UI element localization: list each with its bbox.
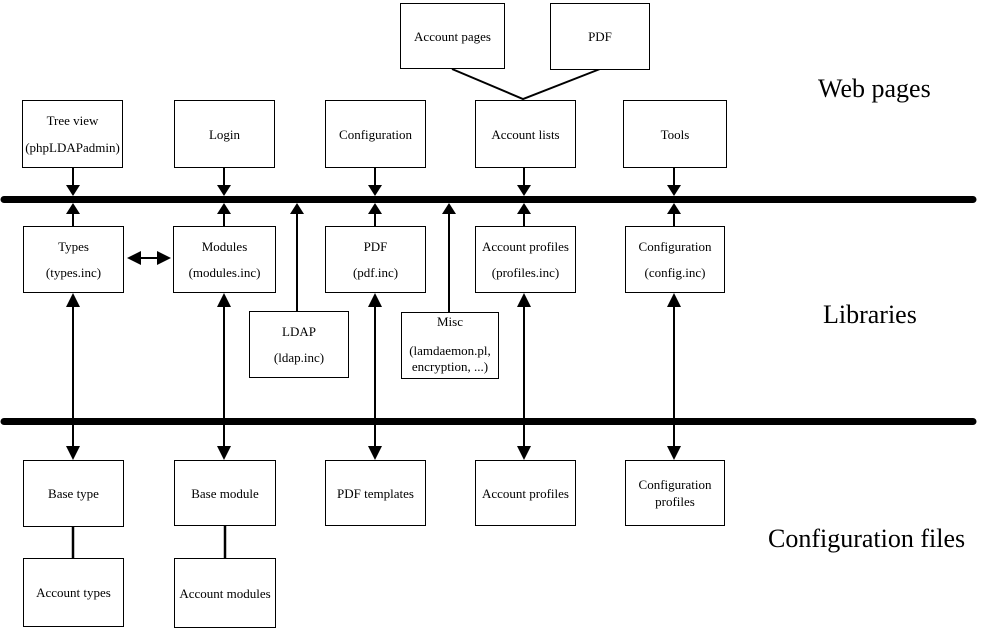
arrow-types-base-type: [66, 293, 80, 460]
box-label: Login: [208, 126, 241, 142]
box-label: Tree view: [46, 113, 99, 128]
box-types: Types (types.inc): [23, 226, 124, 293]
box-sublabel: (phpLDAPadmin): [25, 140, 120, 155]
arrow-configuration-page-to-bus: [368, 168, 382, 196]
box-sublabel: (profiles.inc): [491, 265, 560, 281]
box-sublabel: (config.inc): [644, 265, 706, 281]
box-label: PDF: [588, 29, 612, 44]
box-label: PDF templates: [337, 485, 414, 501]
box-sublabel: (types.inc): [45, 265, 102, 281]
box-ldap: LDAP (ldap.inc): [249, 311, 349, 378]
section-label-web-pages: Web pages: [818, 74, 931, 103]
arrow-modules-to-bus: [217, 203, 231, 226]
box-label: Account pages: [414, 28, 491, 44]
box-label: Account modules: [179, 585, 271, 601]
box-label: LDAP: [282, 323, 316, 339]
box-sublabel: (ldap.inc): [273, 350, 325, 366]
arrow-login-to-bus: [217, 168, 231, 196]
arrow-tree-view-to-bus: [66, 168, 80, 196]
arrow-configuration-lib-profiles: [667, 293, 681, 460]
box-label: Modules: [201, 238, 248, 254]
box-account-lists: Account lists: [475, 100, 576, 168]
box-sublabel: (lamdaemon.pl,: [409, 343, 491, 358]
arrow-configuration-lib-to-bus: [667, 203, 681, 226]
box-base-module: Base module: [174, 460, 276, 526]
box-label: Tools: [660, 126, 690, 142]
arrow-pdf-lib-to-bus: [368, 203, 382, 226]
arrow-misc-to-bus: [442, 203, 456, 312]
box-label: Account lists: [491, 126, 560, 142]
box-label: Base type: [48, 486, 99, 501]
box-account-types: Account types: [23, 558, 124, 627]
box-label: PDF: [363, 238, 388, 254]
box-label: Types: [58, 238, 89, 254]
box-pdf-templates: PDF templates: [325, 460, 426, 526]
box-label: Account profiles: [481, 238, 569, 254]
box-account-profiles-cfg: Account profiles: [475, 460, 576, 526]
arrow-modules-base-module: [217, 293, 231, 460]
box-modules: Modules (modules.inc): [173, 226, 276, 293]
box-misc: Misc (lamdaemon.pl, encryption, ...): [401, 312, 499, 379]
box-sublabel: (pdf.inc): [352, 265, 399, 281]
box-login: Login: [174, 100, 275, 168]
arrow-types-to-bus: [66, 203, 80, 226]
box-pdf-page: PDF: [550, 3, 650, 70]
box-label: Account profiles: [481, 485, 569, 501]
arrow-ldap-to-bus: [290, 203, 304, 311]
box-base-type: Base type: [23, 460, 124, 527]
box-tree-view: Tree view (phpLDAPadmin): [22, 100, 123, 168]
box-account-profiles-lib: Account profiles (profiles.inc): [475, 226, 576, 293]
box-configuration-page: Configuration: [325, 100, 426, 168]
box-label: Account types: [36, 585, 111, 600]
box-label: Misc: [437, 314, 463, 329]
arrow-tools-to-bus: [667, 168, 681, 196]
box-configuration-profiles: Configuration profiles: [625, 460, 725, 526]
box-tools: Tools: [623, 100, 727, 168]
line-account-pages-pdf-to-account-lists: [451, 68, 601, 101]
box-account-modules: Account modules: [174, 558, 276, 628]
arrow-pdf-lib-pdf-templates: [368, 293, 382, 460]
box-pdf-lib: PDF (pdf.inc): [325, 226, 426, 293]
box-sublabel: encryption, ...): [411, 359, 489, 374]
box-sublabel: (modules.inc): [188, 265, 261, 281]
arrow-types-modules: [127, 251, 171, 265]
box-label: Configuration: [638, 477, 712, 492]
box-label: Configuration: [339, 126, 412, 142]
arrow-account-profiles-lib-cfg: [517, 293, 531, 460]
arrow-account-profiles-lib-to-bus: [517, 203, 531, 226]
box-label: Base module: [191, 485, 259, 501]
section-label-libraries: Libraries: [823, 300, 917, 329]
arrow-account-lists-to-bus: [517, 168, 531, 196]
section-label-configuration-files: Configuration files: [768, 524, 966, 553]
box-sublabel: profiles: [655, 494, 695, 509]
box-configuration-lib: Configuration (config.inc): [625, 226, 725, 293]
box-account-pages: Account pages: [400, 3, 505, 69]
box-label: Configuration: [638, 238, 712, 254]
